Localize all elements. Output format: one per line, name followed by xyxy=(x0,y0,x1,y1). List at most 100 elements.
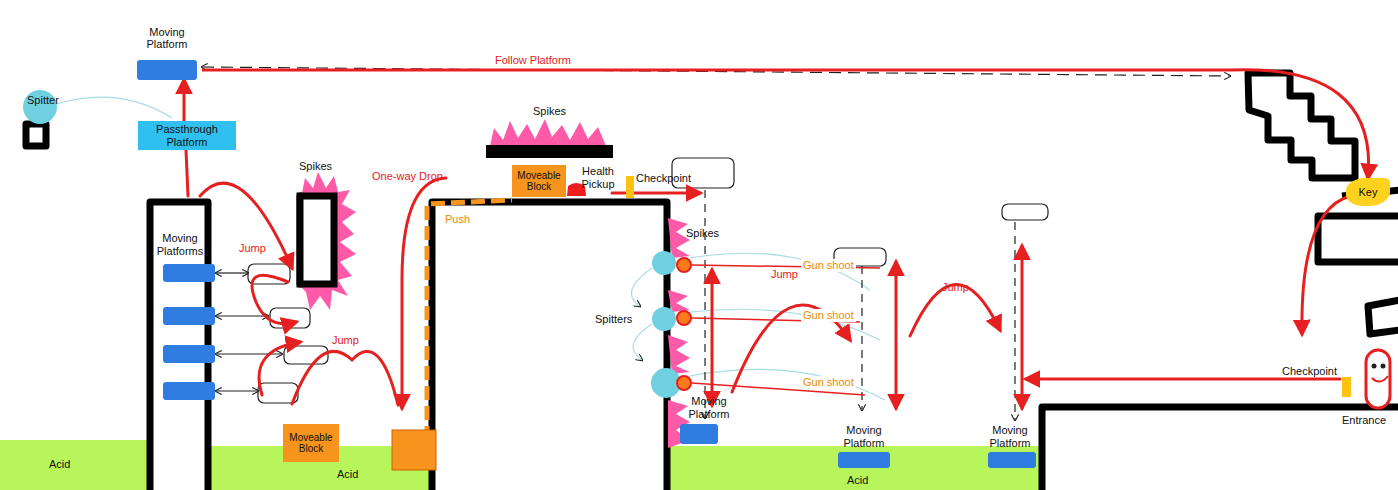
level-label: One-way Drop xyxy=(372,170,443,183)
player-route xyxy=(200,183,292,268)
level-label: Acid xyxy=(49,458,70,471)
moving-platform xyxy=(988,452,1036,468)
acid-pool xyxy=(0,440,150,490)
level-label: Gun shoot xyxy=(801,309,856,322)
level-label: Moving Platform xyxy=(833,424,895,449)
player-route xyxy=(1302,196,1350,334)
player-route xyxy=(612,192,700,195)
level-label: Moving Platforms xyxy=(149,232,211,257)
moveable-block: Moveable Block xyxy=(512,165,566,197)
level-label: Spitters xyxy=(595,313,632,326)
player-character xyxy=(1381,364,1386,369)
moving-platform xyxy=(163,264,215,282)
level-walls xyxy=(1248,73,1355,178)
wall-spikes xyxy=(668,290,690,312)
platform-travel xyxy=(861,266,862,410)
moving-platform xyxy=(163,345,215,363)
spitter-enemy xyxy=(652,251,676,275)
level-label: Checkpoint xyxy=(1282,365,1337,378)
spit-trajectory xyxy=(633,324,652,360)
moveable-block: Moveable Block xyxy=(283,424,339,462)
player-route xyxy=(259,342,300,395)
pickups xyxy=(626,176,634,198)
level-walls xyxy=(300,196,334,284)
spike-block xyxy=(298,172,356,310)
level-label: Gun shoot xyxy=(801,376,856,389)
moving-platform xyxy=(163,382,215,400)
player-route xyxy=(1026,378,1340,381)
player-route xyxy=(402,178,446,408)
platform-travel xyxy=(1002,204,1048,220)
platform-travel xyxy=(270,308,310,328)
route-arrow xyxy=(202,70,1369,178)
level-label: Health Pickup xyxy=(573,165,623,190)
spit-trajectory xyxy=(56,97,172,118)
node-text: Passthrough Platform xyxy=(138,123,236,147)
level-label: Acid xyxy=(337,468,358,481)
moving-platform xyxy=(163,264,1036,468)
level-walls xyxy=(1318,216,1398,262)
level-label: Spikes xyxy=(533,105,566,118)
level-walls xyxy=(26,124,46,146)
level-label: Jump xyxy=(332,334,359,347)
spitter-enemy xyxy=(677,311,691,325)
level-walls xyxy=(1368,300,1398,334)
spike-block xyxy=(300,196,334,284)
spike-block xyxy=(298,172,356,310)
player-character xyxy=(1372,364,1377,369)
platform-travel xyxy=(216,272,248,273)
platform-travel xyxy=(1014,222,1015,420)
spitter-enemy xyxy=(677,258,691,272)
node-text: Moveable Block xyxy=(283,432,339,454)
wall-spikes xyxy=(668,335,690,374)
moving-platform xyxy=(680,424,718,444)
pickups xyxy=(392,176,1351,470)
pickups xyxy=(392,430,436,470)
platform-travel xyxy=(216,315,268,316)
level-walls xyxy=(26,73,1398,490)
level-label: Spitter xyxy=(27,94,59,107)
level-label: Push xyxy=(445,213,470,226)
edge-label: Follow Platform xyxy=(493,54,573,67)
level-label: Moving Platform xyxy=(979,424,1041,449)
passthrough-platform: Passthrough Platform xyxy=(138,121,236,150)
player-route xyxy=(1021,246,1024,408)
level-label: Spikes xyxy=(299,160,332,173)
level-label: Acid xyxy=(847,474,868,487)
route-arrow xyxy=(183,80,186,121)
moving-platform: Moving Platform xyxy=(132,26,202,80)
spike-top-bar xyxy=(490,119,606,146)
platform-travel xyxy=(202,67,1230,420)
player-route xyxy=(895,262,898,408)
push-path xyxy=(427,200,512,440)
spit-trajectory xyxy=(690,309,880,340)
key-item: Key xyxy=(1346,178,1390,206)
player-route xyxy=(186,150,188,196)
spitter-enemy xyxy=(652,307,676,331)
player-route xyxy=(252,275,296,323)
level-label: Jump xyxy=(771,268,798,281)
level-label: Checkpoint xyxy=(636,172,691,185)
level-label: Moving Platform xyxy=(678,395,740,420)
spit-trajectory xyxy=(690,253,870,290)
player-route xyxy=(186,150,1350,408)
spit-trajectory xyxy=(56,97,885,400)
push-path xyxy=(427,200,512,440)
gun-shot xyxy=(692,265,880,395)
node-text: Key xyxy=(1359,186,1378,198)
wall-spikes xyxy=(668,218,690,448)
level-walls xyxy=(432,202,667,490)
player-route xyxy=(292,351,398,405)
spitter-enemy xyxy=(23,90,691,398)
level-walls xyxy=(1042,407,1398,490)
spike-top-bar xyxy=(486,119,613,158)
level-label: Gun shoot xyxy=(801,259,856,272)
player-character xyxy=(1366,350,1390,408)
player-character xyxy=(1372,376,1388,382)
acid-pool xyxy=(668,446,1040,490)
level-label: Entrance xyxy=(1342,414,1386,427)
node-text: Moving Platform xyxy=(132,26,202,50)
pickups xyxy=(1342,377,1351,397)
spike-top-bar xyxy=(486,145,613,158)
